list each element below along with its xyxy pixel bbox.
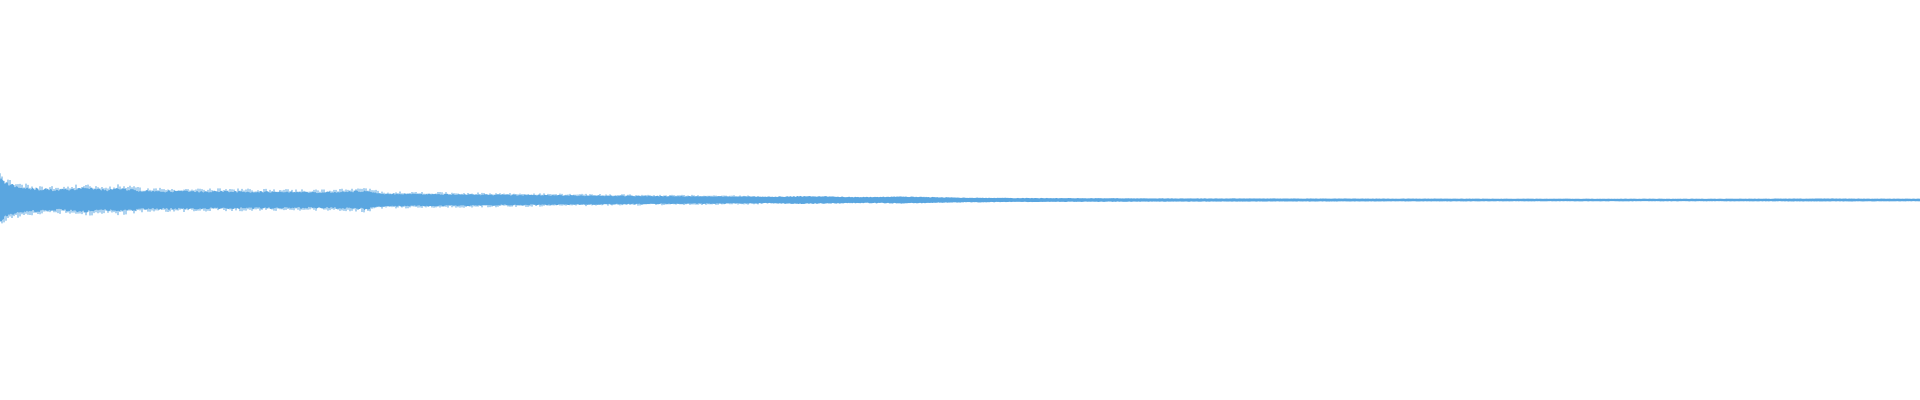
- waveform-peaks: [0, 173, 759, 224]
- waveform-envelope: [0, 177, 1920, 222]
